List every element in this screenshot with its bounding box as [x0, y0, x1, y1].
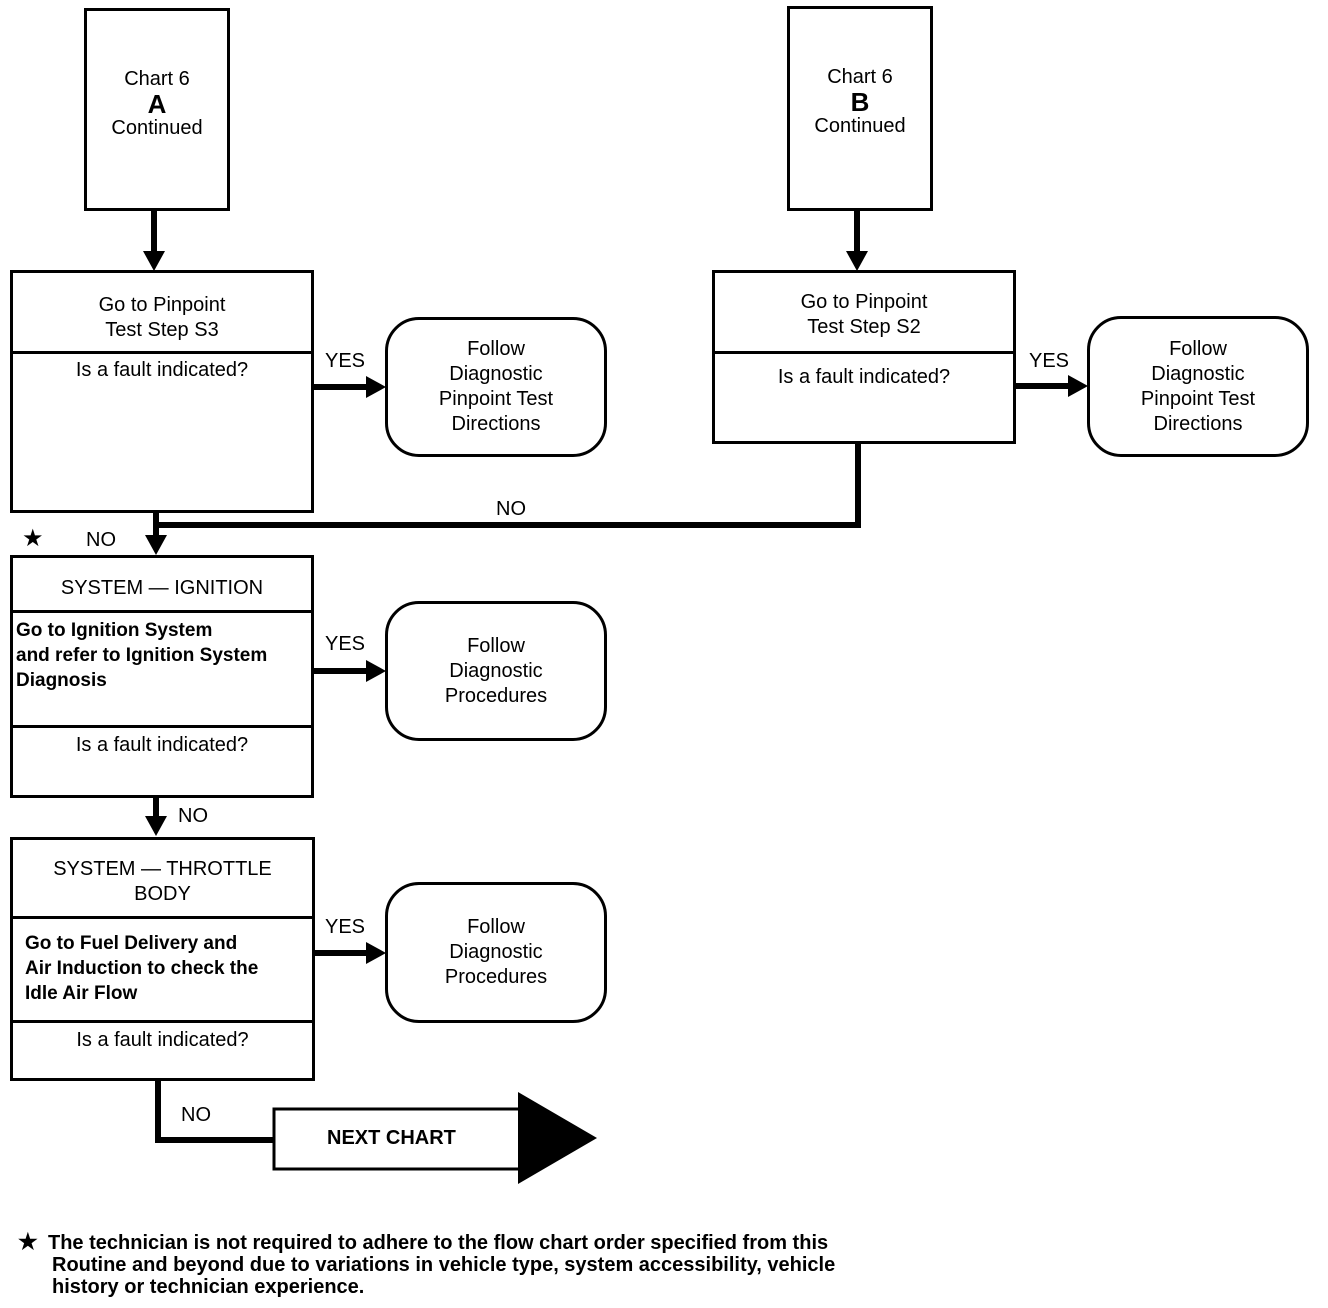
follow-ignition-line2: Diagnostic: [449, 659, 543, 682]
no-line-s3: [153, 513, 159, 537]
follow-a-line3: Pinpoint Test: [438, 388, 554, 410]
step-s3-line1: Go to Pinpoint: [98, 294, 226, 316]
ignition-question: Is a fault indicated?: [75, 734, 249, 756]
throttle-question-section: Is a fault indicated?: [13, 1020, 312, 1053]
ignition-line2: and refer to Ignition System: [16, 645, 268, 666]
connector-b-line: [854, 211, 860, 253]
step-s3-question: Is a fault indicated?: [75, 359, 249, 381]
step-s2-header: Go to Pinpoint Test Step S2: [715, 290, 1013, 340]
chart-6b-connector: Chart 6 B Continued: [787, 6, 933, 211]
step-s3-line2: Test Step S3: [105, 319, 219, 341]
ignition-instructions: Go to Ignition System and refer to Ignit…: [13, 610, 311, 693]
throttle-line1: Go to Fuel Delivery and: [25, 933, 238, 954]
connector-a-line: [151, 211, 157, 253]
no-line-s2-down: [855, 444, 861, 528]
next-chart-arrow-icon: [272, 1092, 597, 1184]
no-label-ignition: NO: [178, 805, 208, 827]
chart-b-line3: Continued: [814, 114, 906, 137]
follow-pinpoint-directions-a: Follow Diagnostic Pinpoint Test Directio…: [385, 317, 607, 457]
chart-a-letter: A: [147, 88, 167, 119]
chart-b-line1: Chart 6: [827, 65, 893, 88]
follow-procedures-throttle: Follow Diagnostic Procedures: [385, 882, 607, 1023]
no-label-s2: NO: [496, 498, 526, 520]
step-s2-question-section: Is a fault indicated?: [715, 351, 1013, 390]
no-line-throttle-down: [155, 1081, 161, 1143]
footnote-line3: history or technician experience.: [52, 1276, 365, 1298]
yes-line-ignition: [314, 668, 368, 674]
follow-b-line2: Diagnostic: [1151, 362, 1245, 385]
yes-line-throttle: [315, 950, 368, 956]
no-line-throttle-right: [155, 1137, 277, 1143]
follow-b-line4: Directions: [1153, 412, 1243, 435]
next-chart-label: NEXT CHART: [327, 1127, 456, 1149]
yes-arrowhead-s3: [366, 376, 386, 398]
yes-label-ignition: YES: [325, 633, 366, 655]
yes-arrowhead-ignition: [366, 660, 386, 682]
follow-b-line3: Pinpoint Test: [1140, 387, 1256, 410]
step-s3-question-section: Is a fault indicated?: [13, 351, 311, 383]
ignition-title: SYSTEM — IGNITION: [60, 577, 264, 599]
ignition-line3: Diagnosis: [16, 670, 107, 691]
follow-b-line1: Follow: [1169, 337, 1227, 360]
throttle-title: SYSTEM — THROTTLE BODY: [13, 857, 312, 907]
no-label-throttle: NO: [181, 1104, 211, 1126]
chart-b-letter: B: [850, 86, 870, 117]
yes-label-s2: YES: [1029, 350, 1070, 372]
yes-line-s2: [1016, 383, 1070, 389]
chart-6a-connector: Chart 6 A Continued: [84, 8, 230, 211]
throttle-title2: BODY: [134, 883, 191, 905]
yes-arrowhead-throttle: [366, 942, 386, 964]
throttle-line2: Air Induction to check the: [25, 958, 259, 979]
yes-label-s3: YES: [325, 350, 366, 372]
follow-throttle-line1: Follow: [467, 916, 525, 938]
ignition-line1: Go to Ignition System: [16, 620, 213, 641]
no-arrowhead-s3: [145, 535, 167, 555]
follow-ignition-line1: Follow: [467, 634, 525, 657]
step-s2-line1: Go to Pinpoint: [800, 291, 928, 313]
footnote-line1: The technician is not required to adhere…: [48, 1232, 829, 1254]
follow-a-line1: Follow: [467, 338, 525, 360]
pinpoint-step-s2-box: Go to Pinpoint Test Step S2 Is a fault i…: [712, 270, 1016, 444]
chart-a-line1: Chart 6: [124, 67, 190, 90]
throttle-title1: SYSTEM — THROTTLE: [53, 858, 272, 880]
no-line-ignition: [153, 798, 159, 818]
footnote: ★ The technician is not required to adhe…: [18, 1229, 948, 1299]
star-icon: ★: [22, 525, 44, 552]
follow-throttle-line2: Diagnostic: [449, 941, 543, 963]
step-s2-question: Is a fault indicated?: [777, 366, 951, 388]
chart-a-line3: Continued: [111, 116, 203, 139]
connector-b-arrowhead: [846, 251, 868, 271]
footnote-line2: Routine and beyond due to variations in …: [52, 1254, 836, 1276]
no-label-s3: NO: [86, 529, 116, 551]
follow-ignition-line3: Procedures: [444, 684, 548, 707]
ignition-question-section: Is a fault indicated?: [13, 725, 311, 758]
step-s3-header: Go to Pinpoint Test Step S3: [13, 293, 311, 343]
system-throttle-body-box: SYSTEM — THROTTLE BODY Go to Fuel Delive…: [10, 837, 315, 1081]
system-ignition-box: SYSTEM — IGNITION Go to Ignition System …: [10, 555, 314, 798]
follow-a-line2: Diagnostic: [449, 363, 543, 385]
pinpoint-step-s3-box: Go to Pinpoint Test Step S3 Is a fault i…: [10, 270, 314, 513]
footnote-star-icon: ★: [18, 1229, 38, 1254]
yes-arrowhead-s2: [1068, 375, 1088, 397]
yes-line-s3: [314, 384, 368, 390]
throttle-question: Is a fault indicated?: [76, 1029, 249, 1051]
throttle-line3: Idle Air Flow: [25, 983, 138, 1004]
follow-a-line4: Directions: [451, 413, 541, 435]
no-arrowhead-ignition: [145, 816, 167, 836]
follow-procedures-ignition: Follow Diagnostic Procedures: [385, 601, 607, 741]
follow-pinpoint-directions-b: Follow Diagnostic Pinpoint Test Directio…: [1087, 316, 1309, 457]
follow-throttle-line3: Procedures: [444, 966, 548, 988]
no-line-merge: [153, 522, 861, 528]
throttle-instructions: Go to Fuel Delivery and Air Induction to…: [13, 916, 312, 1006]
yes-label-throttle: YES: [325, 916, 366, 938]
step-s2-line2: Test Step S2: [807, 316, 921, 338]
connector-a-arrowhead: [143, 251, 165, 271]
